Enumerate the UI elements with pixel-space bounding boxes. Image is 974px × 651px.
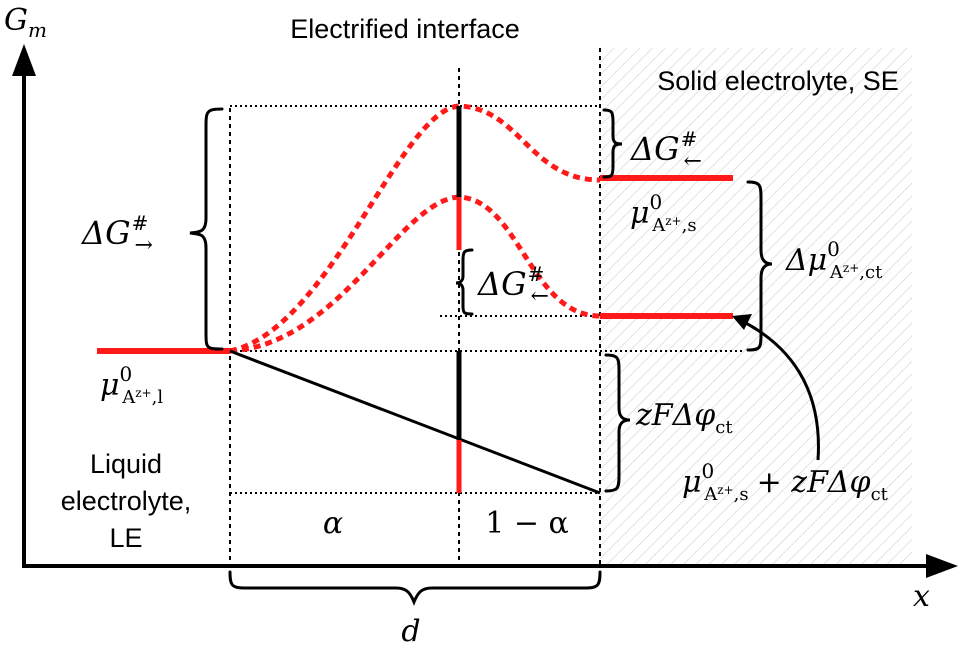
d-brace — [228, 570, 602, 607]
alpha-label: α — [323, 506, 343, 541]
pointer-arrow-curve — [739, 318, 820, 461]
x-axis-arrowhead — [926, 554, 958, 578]
energy-levels — [97, 175, 733, 354]
delta-mu-brace — [746, 180, 773, 352]
lower-barrier-curve — [229, 194, 601, 354]
y-axis-label: Gm — [4, 3, 47, 42]
solid-electrolyte-title: Solid electrolyte, SE — [657, 66, 899, 96]
liquid-label-line1: Liquid — [90, 449, 162, 479]
barrier-curves — [229, 103, 601, 354]
x-axis-label: x — [913, 579, 930, 614]
one-minus-alpha-label: 1 − α — [485, 506, 569, 541]
interface-title: Electrified interface — [290, 14, 520, 44]
pointer-arrow-head — [732, 314, 752, 330]
axes — [12, 44, 958, 578]
braces — [189, 107, 773, 607]
dg-back-mid-label: ΔG#← — [476, 262, 549, 309]
potential-drop-line — [229, 349, 601, 495]
d-label: d — [401, 614, 420, 649]
zf-brace — [604, 353, 631, 493]
solid-electrolyte-region — [600, 48, 912, 565]
upper-barrier-curve — [229, 103, 601, 354]
pointer-arrow — [732, 314, 820, 461]
zf-delta-phi-label: zFΔφct — [635, 398, 733, 438]
backward-barrier-brace-top — [602, 108, 623, 179]
backward-barrier-brace-mid — [455, 248, 474, 316]
dg-back-top-label: ΔG#← — [629, 127, 702, 174]
dotted-guides — [230, 105, 745, 494]
forward-barrier-brace — [189, 107, 224, 351]
y-axis-arrowhead — [12, 44, 36, 76]
liquid-label-line2: electrolyte, — [61, 486, 192, 516]
liquid-label-line3: LE — [109, 523, 142, 553]
dg-forward-label: ΔG#→ — [80, 211, 153, 258]
